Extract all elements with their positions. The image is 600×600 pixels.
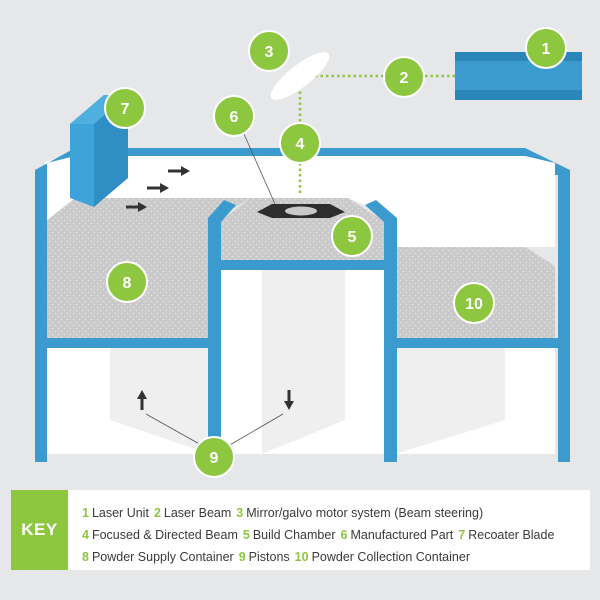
badge-pistons: 9 [193, 436, 235, 478]
key-item-number: 8 [82, 550, 89, 564]
machine-top-rim [35, 148, 570, 175]
recoater-motion-arrows [126, 166, 190, 212]
key-item-text: Recoater Blade [468, 528, 555, 542]
galvo-mirror [270, 52, 330, 100]
chamber-shading [262, 270, 345, 454]
svg-text:9: 9 [210, 450, 219, 467]
badge-powder-collection: 10 [453, 282, 495, 324]
badge-laser-beam: 2 [383, 56, 425, 98]
key-item-number: 1 [82, 506, 89, 520]
key-item-text: Manufactured Part [350, 528, 454, 542]
powder-supply-bed [45, 198, 250, 340]
svg-text:8: 8 [123, 275, 132, 292]
key-item-text: Laser Unit [91, 506, 149, 520]
svg-text:10: 10 [465, 296, 483, 313]
badge-recoater-blade: 7 [104, 87, 146, 129]
key-item-text: Build Chamber [252, 528, 336, 542]
badge-build-chamber: 5 [331, 215, 373, 257]
badge-manufactured-part: 6 [213, 95, 255, 137]
key-item-text: Powder Collection Container [311, 550, 470, 564]
svg-text:4: 4 [296, 136, 305, 153]
key-item-text: Mirror/galvo motor system (Beam steering… [246, 506, 484, 520]
key-item-number: 4 [82, 528, 89, 542]
piston-arrows [137, 390, 294, 410]
svg-text:6: 6 [230, 109, 239, 126]
key-item-number: 2 [153, 506, 161, 520]
key-item-text: Powder Supply Container [91, 550, 234, 564]
key-item-number: 3 [236, 506, 244, 520]
key-item-text: Pistons [248, 550, 290, 564]
machine-frame [35, 170, 570, 462]
key-item-number: 6 [340, 528, 348, 542]
badge-powder-supply: 8 [106, 261, 148, 303]
key-item-number: 5 [242, 528, 250, 542]
key-item-number: 10 [294, 550, 309, 564]
svg-text:7: 7 [121, 101, 130, 118]
svg-text:3: 3 [265, 44, 274, 61]
key-item-text: Laser Beam [163, 506, 232, 520]
svg-text:1: 1 [542, 41, 551, 58]
badge-laser-unit: 1 [525, 27, 567, 69]
chamber-shading [395, 347, 505, 454]
key-item-number: 9 [238, 550, 246, 564]
leader-lines [145, 133, 284, 447]
svg-text:2: 2 [400, 70, 409, 87]
badge-mirror: 3 [248, 30, 290, 72]
key-title: KEY [11, 490, 68, 570]
badge-directed-beam: 4 [279, 122, 321, 164]
key-item-text: Focused & Directed Beam [91, 528, 238, 542]
manufactured-part [257, 204, 345, 218]
key-item-number: 7 [458, 528, 466, 542]
chamber-shading [110, 347, 210, 454]
svg-text:5: 5 [348, 229, 357, 246]
